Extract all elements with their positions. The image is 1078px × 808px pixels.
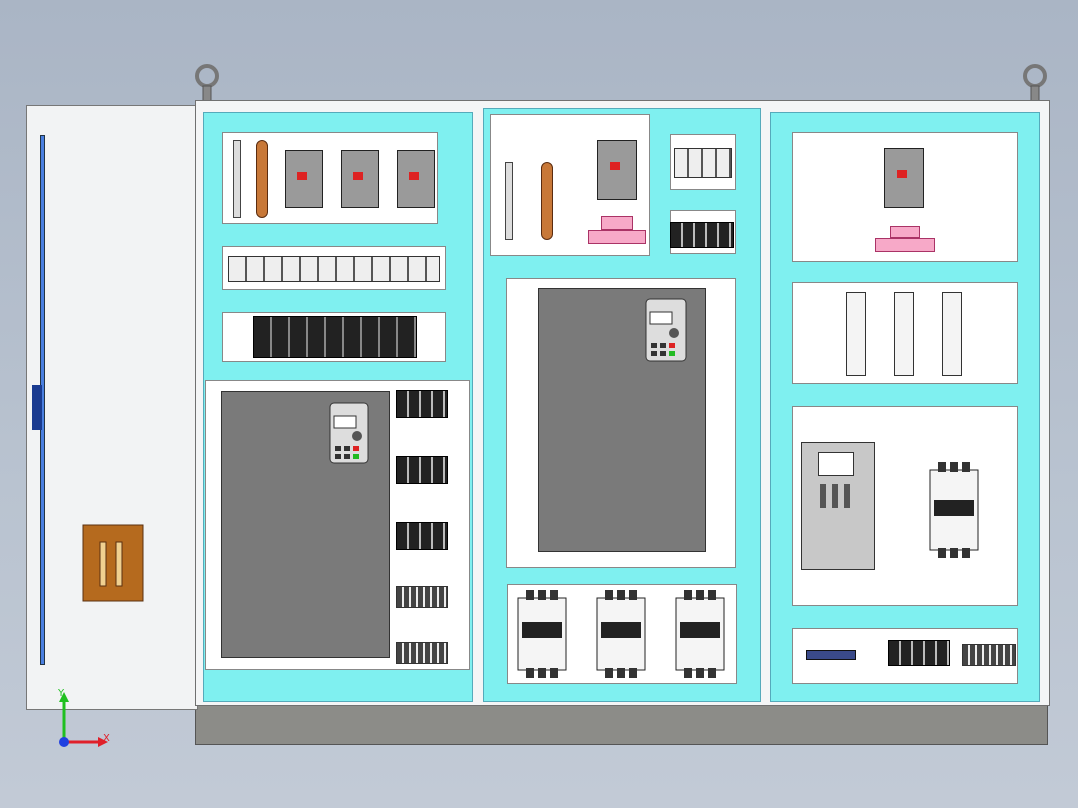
door-lock-bracket xyxy=(32,385,42,430)
breaker-icon[interactable] xyxy=(597,140,637,200)
terminal-block-strip xyxy=(396,642,448,664)
cabinet-plinth xyxy=(195,705,1048,745)
mini-breaker-strip xyxy=(228,256,440,282)
ground-busbar xyxy=(505,162,513,240)
ground-busbar xyxy=(233,140,241,218)
vfd-keypad-icon[interactable] xyxy=(645,298,687,362)
cabinet-door[interactable] xyxy=(26,105,198,710)
axis-triad-icon xyxy=(59,692,108,747)
contactor-icon[interactable] xyxy=(514,590,570,678)
mini-breaker-strip xyxy=(674,148,732,178)
breaker-icon[interactable] xyxy=(884,148,924,208)
terminal-block-strip xyxy=(806,650,856,660)
terminal-block-strip xyxy=(888,640,950,666)
terminal-block-strip xyxy=(396,456,448,484)
terminal-block-strip xyxy=(396,522,448,550)
terminal-block-pink xyxy=(588,230,646,244)
lifting-eye-icon xyxy=(1023,64,1047,103)
contactor-icon[interactable] xyxy=(593,590,649,678)
terminal-block-pink xyxy=(601,216,633,230)
terminal-block-strip xyxy=(396,390,448,418)
terminal-block-strip xyxy=(253,316,417,358)
terminal-block-strip xyxy=(962,644,1016,666)
axis-y-label: Y xyxy=(58,688,65,699)
fuse-holder[interactable] xyxy=(894,292,914,376)
axis-x-label: X xyxy=(103,733,110,744)
contactor-icon[interactable] xyxy=(926,462,982,558)
fuse-holder[interactable] xyxy=(846,292,866,376)
neutral-busbar xyxy=(541,162,553,240)
terminal-block-strip xyxy=(670,222,734,248)
fuse-holder[interactable] xyxy=(942,292,962,376)
door-handle-icon[interactable] xyxy=(82,524,146,604)
vfd-keypad-icon[interactable] xyxy=(329,402,369,464)
terminal-block-pink xyxy=(875,238,935,252)
lifting-eye-icon xyxy=(195,64,219,103)
terminal-block-strip xyxy=(396,586,448,608)
neutral-busbar xyxy=(256,140,268,218)
terminal-block-pink xyxy=(890,226,920,238)
contactor-icon[interactable] xyxy=(672,590,728,678)
